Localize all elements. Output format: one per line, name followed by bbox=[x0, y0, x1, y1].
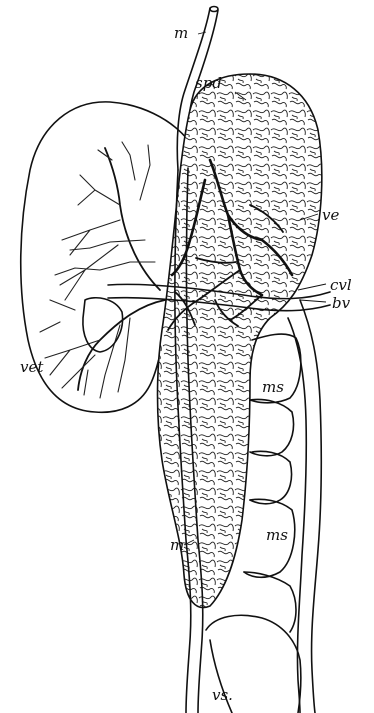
label-spd: spd bbox=[195, 74, 222, 92]
label-m-top: m bbox=[174, 24, 188, 42]
label-ve: ve bbox=[322, 206, 339, 224]
label-vet: vet bbox=[20, 358, 44, 376]
label-vs: vs. bbox=[212, 686, 233, 704]
label-cvl: cvl bbox=[330, 276, 352, 294]
label-ms-upper: ms bbox=[262, 378, 284, 396]
label-m-bottom: m bbox=[170, 536, 184, 554]
label-bv: bv bbox=[332, 294, 351, 312]
label-ms-lower: ms bbox=[266, 526, 288, 544]
left-organ-vessel-tree bbox=[40, 142, 165, 398]
